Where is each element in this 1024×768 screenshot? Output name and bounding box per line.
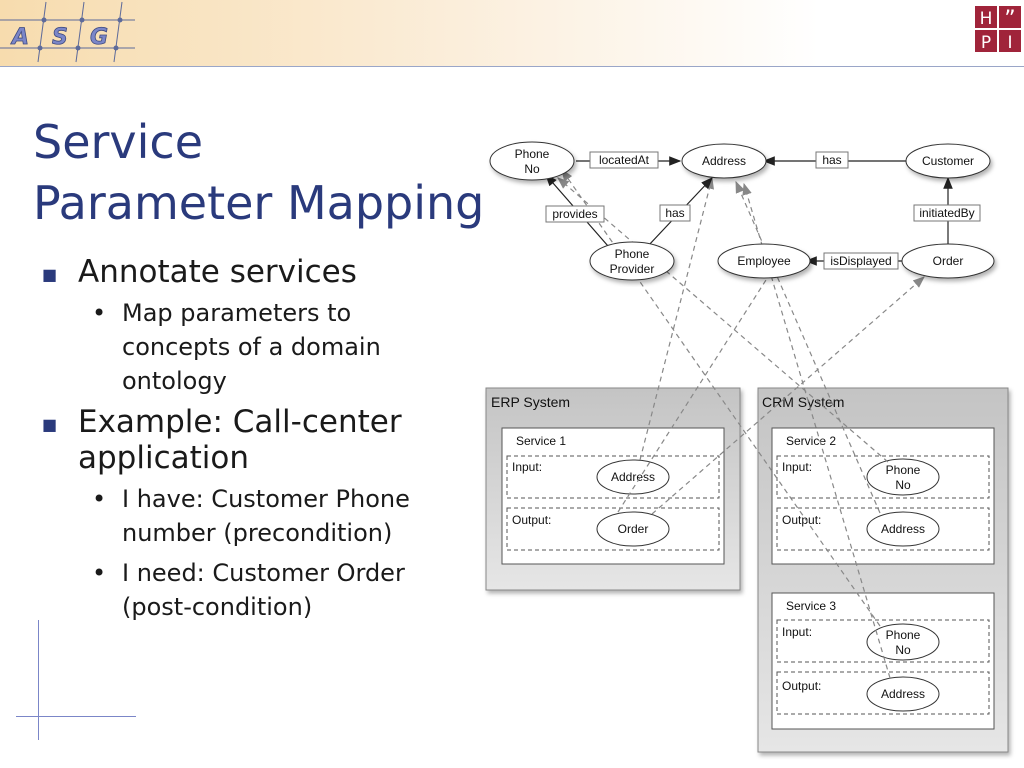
header-banner: A S G H ” P I bbox=[0, 0, 1024, 67]
slide-title: Service Parameter Mapping bbox=[33, 112, 484, 234]
ontology-node-labels: Phone No Address Customer Phone Provider… bbox=[515, 147, 974, 276]
square-bullet-icon: ■ bbox=[42, 415, 58, 434]
title-line-1: Service bbox=[33, 115, 204, 169]
svg-text:H: H bbox=[980, 9, 993, 29]
label-is-displayed: isDisplayed bbox=[830, 254, 891, 268]
dot-bullet-icon: • bbox=[92, 299, 107, 327]
relation-labels: locatedAt has provides has initiatedBy i… bbox=[545, 151, 981, 270]
node-address bbox=[681, 143, 767, 179]
service3-input-label: Input: bbox=[782, 625, 812, 639]
ontology-nodes bbox=[489, 141, 995, 281]
service1-input-address bbox=[596, 459, 670, 495]
svg-text:No: No bbox=[895, 478, 911, 492]
svg-text:Address: Address bbox=[881, 522, 925, 536]
svg-text:Phone: Phone bbox=[515, 147, 550, 161]
svg-text:Address: Address bbox=[611, 470, 655, 484]
service2-output-label: Output: bbox=[782, 513, 821, 527]
link-s1-input-address bbox=[639, 176, 714, 461]
service1-input-box bbox=[506, 455, 720, 499]
svg-text:I: I bbox=[1007, 33, 1012, 52]
label-has-provider: has bbox=[665, 206, 684, 220]
svg-text:Phone: Phone bbox=[886, 463, 921, 477]
service2-output-address bbox=[866, 511, 940, 547]
svg-text:Customer: Customer bbox=[922, 154, 974, 168]
svg-text:Order: Order bbox=[618, 522, 649, 536]
service3-label: Service 3 bbox=[786, 599, 836, 613]
bullet-list: ■ Annotate services • Map parameters to … bbox=[42, 248, 462, 630]
svg-text:P: P bbox=[981, 33, 991, 52]
sub-bullet-map: • Map parameters to concepts of a domain… bbox=[78, 296, 462, 398]
mapping-diagram: ERP System CRM System Service 1 Input: A… bbox=[485, 141, 1009, 753]
service1-output-order bbox=[596, 511, 670, 547]
service2-output-box bbox=[776, 507, 990, 551]
asg-logo: A S G bbox=[0, 1, 135, 63]
service3-output-address bbox=[866, 676, 940, 712]
node-customer bbox=[905, 143, 991, 179]
svg-text:No: No bbox=[524, 162, 540, 176]
label-provides: provides bbox=[552, 207, 597, 221]
node-phone-provider bbox=[589, 241, 675, 281]
link-s2-input-phone bbox=[557, 177, 889, 463]
service3-input-phone-no bbox=[866, 623, 940, 661]
square-bullet-icon: ■ bbox=[42, 265, 58, 284]
decor-vertical-line bbox=[38, 620, 39, 740]
mapping-links bbox=[557, 169, 925, 679]
sub-bullet-need: • I need: Customer Order (post-condition… bbox=[78, 556, 462, 624]
svg-text:Phone: Phone bbox=[886, 628, 921, 642]
logo-letter-a: A bbox=[10, 25, 29, 50]
service2-input-phone-no bbox=[866, 458, 940, 496]
svg-text:No: No bbox=[895, 643, 911, 657]
label-has-customer: has bbox=[822, 153, 841, 167]
logo-letter-s: S bbox=[52, 25, 68, 50]
logo-letter-g: G bbox=[90, 25, 108, 50]
node-phone-no bbox=[489, 141, 575, 181]
svg-text:Address: Address bbox=[881, 687, 925, 701]
title-line-2: Parameter Mapping bbox=[33, 176, 485, 230]
bullet-annotate: ■ Annotate services • Map parameters to … bbox=[42, 254, 462, 398]
service1-output-box bbox=[506, 507, 720, 551]
service3-input-box bbox=[776, 619, 990, 663]
service3-output-box bbox=[776, 671, 990, 715]
label-initiated-by: initiatedBy bbox=[919, 206, 974, 220]
dot-bullet-icon: • bbox=[92, 559, 107, 587]
label-located-at: locatedAt bbox=[599, 153, 650, 167]
erp-system-label: ERP System bbox=[491, 394, 570, 410]
svg-text:Order: Order bbox=[933, 254, 964, 268]
link-s1-output-order bbox=[651, 276, 925, 515]
bullet-example: ■ Example: Call-center application • I h… bbox=[42, 404, 462, 624]
svg-text:Employee: Employee bbox=[737, 254, 791, 268]
link-s3-output-address bbox=[742, 182, 891, 679]
service2-input-box bbox=[776, 455, 990, 499]
dot-bullet-icon: • bbox=[92, 485, 107, 513]
service3-output-label: Output: bbox=[782, 679, 821, 693]
node-employee bbox=[717, 243, 811, 279]
svg-text:Address: Address bbox=[702, 154, 746, 168]
hpi-logo: H ” P I bbox=[975, 6, 1021, 52]
service2-input-label: Input: bbox=[782, 460, 812, 474]
svg-text:Phone: Phone bbox=[615, 247, 650, 261]
service1-input-label: Input: bbox=[512, 460, 542, 474]
svg-text:Provider: Provider bbox=[610, 262, 655, 276]
link-s1-output-employee bbox=[617, 279, 767, 513]
svg-text:”: ” bbox=[1004, 7, 1015, 32]
node-order bbox=[901, 243, 995, 279]
decor-horizontal-line bbox=[16, 716, 136, 717]
sub-bullet-have: • I have: Customer Phone number (precond… bbox=[78, 482, 462, 550]
service1-label: Service 1 bbox=[516, 434, 566, 448]
service1-output-label: Output: bbox=[512, 513, 551, 527]
service2-label: Service 2 bbox=[786, 434, 836, 448]
